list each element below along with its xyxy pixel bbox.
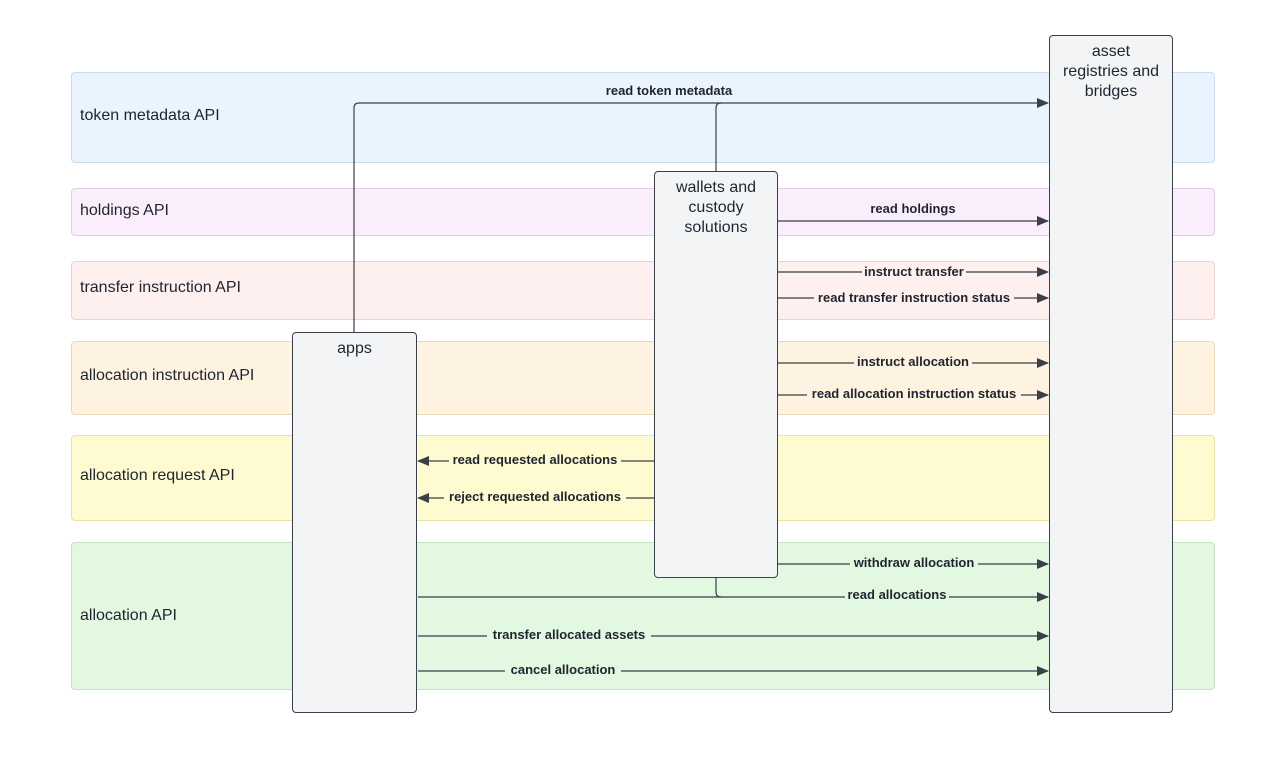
band-holdings bbox=[71, 188, 1215, 236]
label-bg-read-allocations bbox=[845, 589, 949, 605]
band-label-allocation-request: allocation request API bbox=[80, 467, 235, 484]
label-bg-read-requested-allocations bbox=[449, 453, 621, 469]
label-bg-withdraw-allocation bbox=[850, 556, 978, 572]
node-registries-line2: registries and bbox=[1062, 63, 1160, 80]
node-wallets-line3: solutions bbox=[684, 219, 748, 236]
node-registries-line3: bridges bbox=[1084, 83, 1138, 100]
label-instruct-transfer: instruct transfer bbox=[864, 264, 964, 279]
label-bg-transfer-allocated-assets bbox=[487, 628, 651, 644]
node-wallets-custody: wallets and custody solutions bbox=[654, 171, 778, 578]
band-token-metadata bbox=[71, 72, 1215, 163]
band-label-token-metadata: token metadata API bbox=[80, 107, 220, 124]
band-label-transfer-instruction: transfer instruction API bbox=[80, 279, 241, 296]
label-read-allocation-instruction-status: read allocation instruction status bbox=[812, 386, 1016, 401]
label-withdraw-allocation: withdraw allocation bbox=[853, 555, 975, 570]
label-read-holdings: read holdings bbox=[870, 201, 955, 216]
band-allocation bbox=[71, 542, 1215, 690]
label-bg-read-transfer-instruction-status bbox=[814, 290, 1014, 306]
label-instruct-allocation: instruct allocation bbox=[857, 354, 969, 369]
node-asset-registries: asset registries and bridges bbox=[1049, 35, 1173, 713]
band-label-allocation-instruction: allocation instruction API bbox=[80, 367, 255, 384]
label-read-token-metadata: read token metadata bbox=[606, 83, 733, 98]
band-allocation-instruction bbox=[71, 341, 1215, 415]
label-read-requested-allocations: read requested allocations bbox=[453, 452, 618, 467]
label-bg-read-allocation-instruction-status bbox=[807, 387, 1021, 403]
node-apps-line1: apps bbox=[337, 340, 372, 357]
band-allocation-request bbox=[71, 435, 1215, 521]
node-apps: apps bbox=[292, 332, 417, 713]
label-transfer-allocated-assets: transfer allocated assets bbox=[493, 627, 645, 642]
node-wallets-line2: custody bbox=[688, 199, 744, 216]
band-transfer-instruction bbox=[71, 261, 1215, 320]
arrow-read-token-metadata bbox=[353, 98, 1049, 332]
band-label-holdings: holdings API bbox=[80, 202, 169, 219]
label-bg-instruct-transfer bbox=[862, 264, 966, 280]
arrow-read-allocations-wallets-branch bbox=[715, 577, 722, 598]
node-wallets-line1: wallets and bbox=[675, 179, 757, 196]
label-bg-reject-requested-allocations bbox=[444, 490, 626, 506]
label-read-transfer-instruction-status: read transfer instruction status bbox=[818, 290, 1010, 305]
label-bg-instruct-allocation bbox=[854, 355, 972, 371]
arrow-read-token-metadata-wallets-branch bbox=[715, 102, 722, 171]
band-label-allocation: allocation API bbox=[80, 607, 177, 624]
label-cancel-allocation: cancel allocation bbox=[511, 662, 616, 677]
node-registries-line1: asset bbox=[1091, 43, 1131, 60]
label-bg-cancel-allocation bbox=[505, 663, 621, 679]
label-reject-requested-allocations: reject requested allocations bbox=[449, 489, 621, 504]
label-read-allocations: read allocations bbox=[848, 587, 947, 602]
